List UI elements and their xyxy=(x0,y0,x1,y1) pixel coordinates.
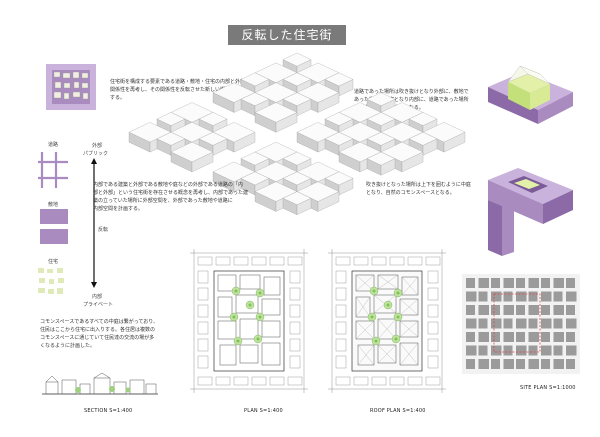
legend-site-label: 敷地 xyxy=(48,202,59,208)
legend-site-icon xyxy=(40,209,70,245)
intro-text: 住宅街を構成する要素である道路・敷地・住宅の内部と外部の関係性を再考し、その関係… xyxy=(110,79,251,101)
dwelling-note-text: 内部である建築と外部である敷地や庭などの外部である道路の「内部と外部」という住宅… xyxy=(93,182,248,212)
section-label: SECTION S=1:400 xyxy=(84,408,133,414)
legend-road-icon xyxy=(38,150,68,190)
reverse-label: 反転 xyxy=(98,227,109,233)
outside-label: パブリック xyxy=(83,151,109,157)
site-plan-drawing xyxy=(462,274,580,374)
roof-plan-drawing xyxy=(328,249,446,393)
legend-house-icon xyxy=(38,268,70,298)
plan-drawing xyxy=(190,249,308,393)
site-plan-label: SITE PLAN S=1:1000 xyxy=(520,385,576,391)
concept-map-thumbnail xyxy=(46,64,96,110)
reverse-arrow xyxy=(89,158,99,288)
section-drawing xyxy=(42,372,158,398)
legend-road-label: 道路 xyxy=(48,142,59,148)
plan-label: PLAN S=1:400 xyxy=(244,408,283,414)
page-title: 反転した住宅街 xyxy=(228,25,346,45)
outside-head-label: 外部 xyxy=(92,143,103,149)
void-note-text: 吹き抜けとなった場所は上下を囲むように中庭となり、自然のコモンスペースとなる。 xyxy=(366,182,471,196)
axonometric-model xyxy=(114,45,480,245)
inside-label: プライベート xyxy=(83,302,114,308)
legend-house-label: 住宅 xyxy=(48,259,59,265)
roof-plan-label: ROOF PLAN S=1:400 xyxy=(370,408,426,414)
common-note-text: コモンスペースであるすべての中庭は繋がっており、住民はここから住宅に出入りする。… xyxy=(40,319,159,349)
iso-detail-bottom xyxy=(478,160,578,265)
iso-detail-top xyxy=(478,52,578,132)
inside-head-label: 内部 xyxy=(92,294,103,300)
